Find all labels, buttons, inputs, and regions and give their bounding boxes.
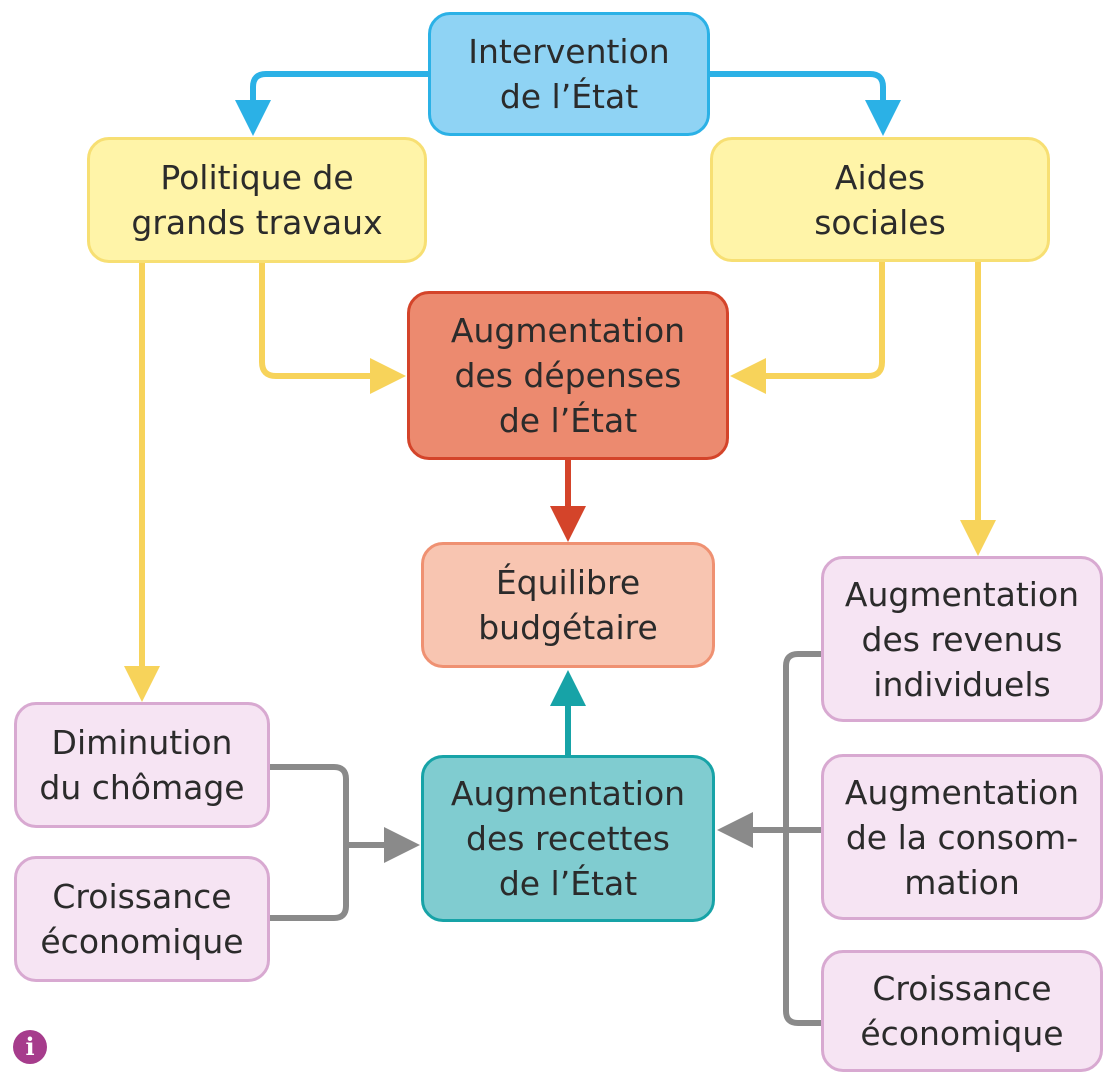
- node-augmentation-recettes: Augmentation des recettes de l’État: [421, 755, 715, 922]
- info-icon[interactable]: i: [13, 1030, 47, 1064]
- arrow-politique-to-depenses: [259, 263, 406, 394]
- node-diminution-chomage: Diminution du chômage: [14, 702, 270, 828]
- connector-diminution: [270, 764, 349, 921]
- node-croissance-economique-right: Croissance économique: [821, 950, 1103, 1072]
- node-augmentation-depenses: Augmentation des dépenses de l’État: [407, 291, 729, 460]
- arrow-intervention-to-politique: [235, 71, 428, 136]
- node-augmentation-revenus: Augmentation des revenus individuels: [821, 556, 1103, 722]
- node-equilibre-budgetaire: Équilibre budgétaire: [421, 542, 715, 668]
- node-intervention-etat: Intervention de l’État: [428, 12, 710, 136]
- node-politique-grands-travaux: Politique de grands travaux: [87, 137, 427, 263]
- arrow-aides-to-depenses: [730, 262, 885, 394]
- node-croissance-economique-left: Croissance économique: [14, 856, 270, 982]
- node-augmentation-consommation: Augmentation de la consom- mation: [821, 754, 1103, 920]
- arrow-intervention-to-aides: [710, 71, 901, 136]
- node-aides-sociales: Aides sociales: [710, 137, 1050, 262]
- connector-right-bracket: [783, 651, 821, 1026]
